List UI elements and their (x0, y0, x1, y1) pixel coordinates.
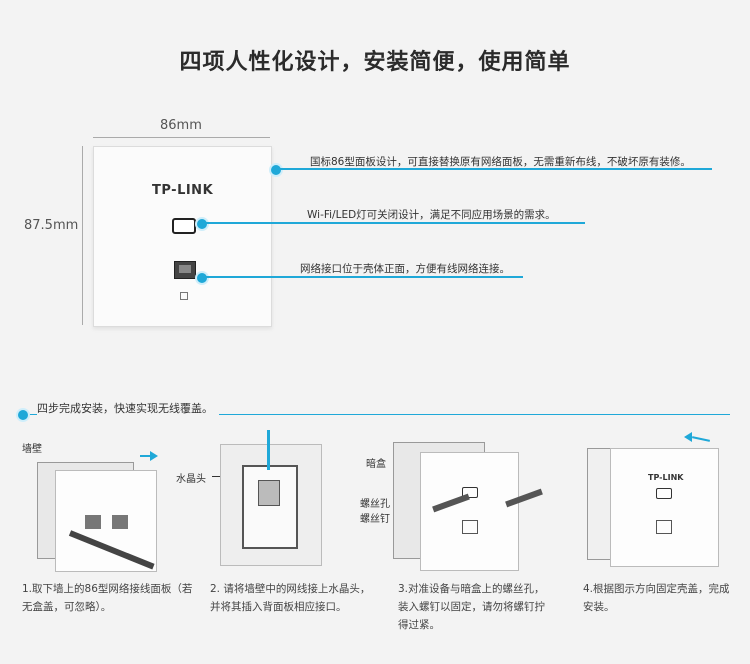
feature-note-2: Wi-Fi/LED灯可关闭设计，满足不同应用场景的需求。 (307, 209, 556, 221)
screw-label: 螺丝钉 (360, 514, 390, 525)
width-dimension: 86mm (160, 118, 202, 133)
step3-caption-line1: 3.对准设备与暗盒上的螺丝孔， (398, 583, 545, 595)
wifi-led-icon (656, 488, 672, 499)
step2-caption-line1: 2. 请将墙壁中的网线接上水晶头， (210, 583, 371, 595)
step1-caption-line2: 无盒盖，可忽略）。 (22, 601, 112, 613)
section-divider (22, 414, 730, 415)
brand-logo: TP-LINK (648, 473, 684, 482)
screw-hole-label: 螺丝孔 (360, 499, 390, 510)
callout-line-1 (279, 168, 712, 170)
ethernet-port-icon (462, 520, 478, 534)
arrow-head-icon (684, 432, 692, 442)
old-port-icon (85, 515, 101, 529)
brand-logo: TP-LINK (152, 183, 214, 198)
step4-caption-line2: 安装。 (583, 601, 615, 613)
height-dimension: 87.5mm (24, 218, 79, 233)
height-dimension-line (82, 146, 83, 325)
step3-caption-line2: 装入螺钉以固定，请勿将螺钉拧 (398, 601, 545, 613)
wifi-led-icon (462, 487, 478, 498)
step2-caption-line2: 并将其插入背面板相应接口。 (210, 601, 347, 613)
section-title: 四步完成安装，快速实现无线覆盖。 (37, 400, 219, 416)
callout-dot-1 (269, 163, 283, 177)
crystal-head-label: 水晶头 (176, 474, 206, 485)
device-panel-illustration (420, 452, 519, 571)
page-title: 四项人性化设计，安装简便，使用简单 (179, 50, 571, 75)
dark-box-label: 暗盒 (366, 459, 386, 470)
callout-line-2 (205, 222, 585, 224)
connector-icon (258, 480, 280, 506)
step1-caption-line1: 1.取下墙上的86型网络接线面板（若 (22, 583, 193, 595)
wall-label: 墙壁 (22, 444, 42, 455)
old-port-icon (112, 515, 128, 529)
arrow-left-icon (691, 436, 711, 442)
width-dimension-line (93, 137, 270, 138)
callout-line-3 (205, 276, 523, 278)
arrow-right-icon (140, 455, 154, 457)
section-dot (16, 408, 30, 422)
callout-dot-3 (195, 271, 209, 285)
callout-dot-2 (195, 217, 209, 231)
back-housing-icon (242, 465, 298, 549)
product-panel: TP-LINK (93, 146, 272, 327)
feature-note-1: 国标86型面板设计，可直接替换原有网络面板，无需重新布线，不破坏原有装修。 (310, 156, 691, 168)
step3-caption-line3: 得过紧。 (398, 619, 440, 631)
ethernet-port-icon (174, 261, 196, 279)
old-panel-illustration (55, 470, 157, 572)
port-symbol-icon (180, 292, 188, 300)
arrow-head-icon (150, 451, 158, 461)
wifi-led-icon (172, 218, 196, 234)
network-cable-icon (267, 430, 270, 470)
ethernet-port-icon (656, 520, 672, 534)
finished-panel-illustration (610, 448, 719, 567)
step4-caption-line1: 4.根据图示方向固定壳盖，完成 (583, 583, 730, 595)
feature-note-3: 网络接口位于壳体正面，方便有线网络连接。 (300, 263, 510, 275)
